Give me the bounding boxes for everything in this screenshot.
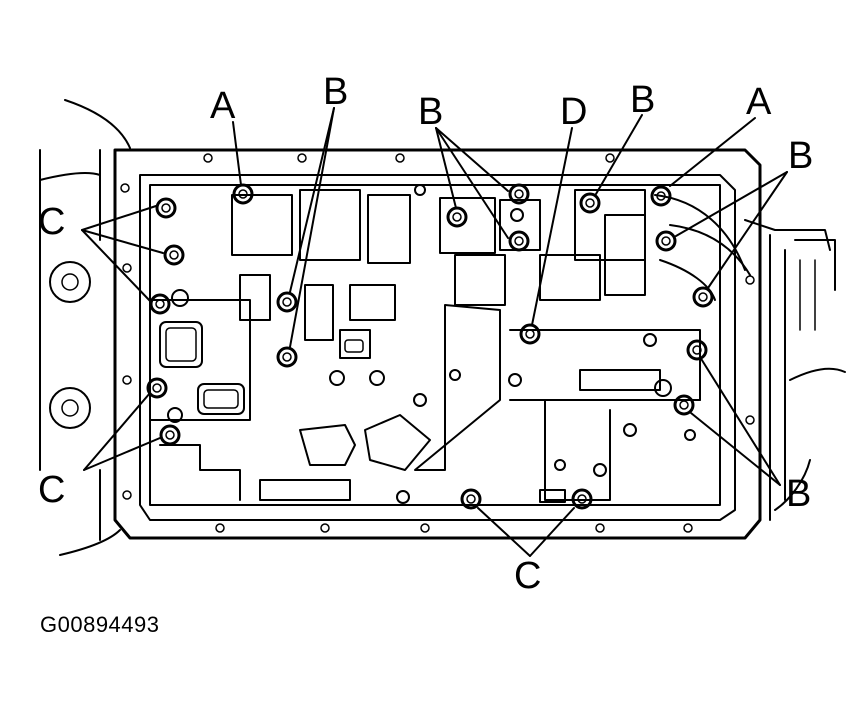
bolt-a-right <box>650 185 672 207</box>
bolt-b-4 <box>508 183 530 205</box>
label-b-4: B <box>788 135 813 177</box>
label-b-3: B <box>630 79 655 121</box>
bolt-c-7 <box>571 488 593 510</box>
label-b-2: B <box>418 91 443 133</box>
bolt-b-9 <box>686 339 708 361</box>
bolt-c-6 <box>460 488 482 510</box>
bolt-b-5 <box>508 230 530 252</box>
bolt-b-7 <box>655 230 677 252</box>
label-c-bottom: C <box>514 555 541 597</box>
bolt-b-1 <box>276 291 298 313</box>
bolt-c-4 <box>146 377 168 399</box>
figure-id: G00894493 <box>40 612 160 637</box>
bolt-b-3 <box>446 206 468 228</box>
bolts <box>146 183 714 510</box>
bolt-c-1 <box>155 197 177 219</box>
flange-holes <box>120 153 755 533</box>
callout-labels: A B B D B A B C C B C <box>38 71 813 597</box>
bolt-c-2 <box>163 244 185 266</box>
bolt-b-10 <box>673 394 695 416</box>
label-c-left-top: C <box>38 201 65 243</box>
label-a-right: A <box>746 81 772 123</box>
leader-lines <box>81 107 788 557</box>
bolt-b-6 <box>579 192 601 214</box>
label-b-1: B <box>323 71 348 113</box>
bolt-c-3 <box>149 293 171 315</box>
bolt-a-left <box>232 183 254 205</box>
label-d: D <box>560 91 587 133</box>
label-b-5: B <box>786 473 811 515</box>
bolt-b-2 <box>276 346 298 368</box>
valve-body <box>149 184 751 506</box>
label-c-left-bottom: C <box>38 469 65 511</box>
pan-flange <box>113 148 762 540</box>
bolt-c-5 <box>159 424 181 446</box>
label-a-left: A <box>210 85 236 127</box>
bolt-d <box>519 323 541 345</box>
bolt-b-8 <box>692 286 714 308</box>
